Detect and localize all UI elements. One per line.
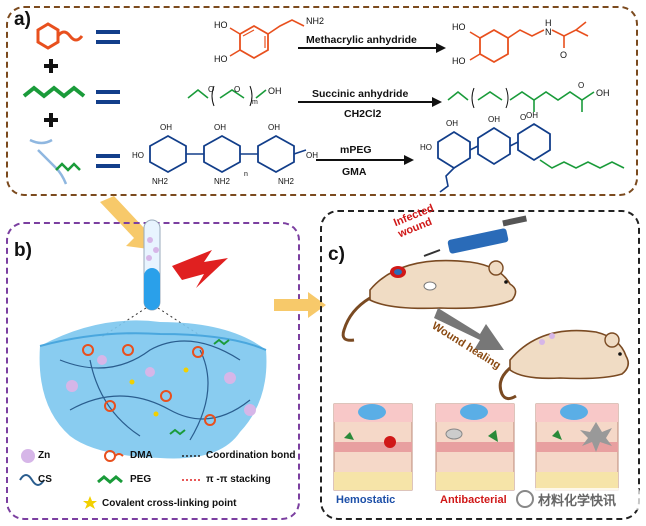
svg-text:O: O	[578, 81, 584, 90]
svg-text:O: O	[560, 50, 567, 60]
peg-symbol-icon	[22, 85, 86, 99]
svg-text:N: N	[545, 27, 552, 37]
light-icon	[172, 250, 228, 288]
healing-arrow-icon	[434, 308, 504, 350]
svg-text:HO: HO	[420, 143, 432, 152]
reagent-gma: GMA	[342, 166, 367, 178]
syringe-icon	[423, 215, 527, 257]
svg-text:HO: HO	[214, 54, 228, 64]
hydrogel-illustration	[39, 219, 267, 459]
legend-peg: PEG	[130, 474, 152, 485]
svg-text:HO: HO	[452, 56, 466, 66]
skin-block-healing	[535, 403, 619, 491]
svg-text:n: n	[244, 171, 248, 178]
svg-text:O: O	[520, 113, 526, 122]
peg-cooh-structure: OH O O	[447, 81, 610, 122]
chitosan-symbol-icon	[29, 138, 81, 185]
dma-structure: HO HO H N O	[452, 18, 589, 66]
panel-a-label: a)	[14, 9, 31, 30]
svg-text:m: m	[252, 99, 258, 106]
peg-structure: O O m OH	[187, 85, 282, 107]
svg-text:HO: HO	[214, 20, 228, 30]
legend-pi-stacking: π -π stacking	[206, 474, 271, 485]
watermark-backdrop	[514, 488, 640, 510]
svg-text:OH: OH	[526, 111, 538, 120]
skin-block-hemostatic	[333, 403, 413, 491]
panel-a-frame	[6, 6, 638, 196]
legend-dma: DMA	[130, 450, 153, 461]
panel-c-illustration	[333, 215, 630, 491]
caption-antibacterial: Antibacterial	[440, 494, 507, 506]
svg-text:O: O	[208, 85, 214, 94]
reagent-solvent: CH2Cl2	[344, 108, 382, 120]
legend-cs: CS	[38, 474, 52, 485]
mouse-healed-icon	[498, 329, 630, 401]
svg-text:NH2: NH2	[152, 177, 169, 186]
svg-text:OH: OH	[488, 115, 500, 124]
chitosan-structure: HO OH OH OH NH2 NH2 NH2 OH n	[132, 123, 318, 186]
svg-text:OH: OH	[446, 119, 458, 128]
svg-text:OH: OH	[214, 123, 226, 132]
svg-text:OH: OH	[160, 123, 172, 132]
svg-text:NH2: NH2	[214, 177, 231, 186]
hydrogel-blob	[39, 320, 267, 459]
svg-text:NH2: NH2	[306, 16, 324, 26]
wechat-icon	[516, 490, 534, 508]
arrow-b-to-c-icon	[274, 292, 326, 318]
legend-zn: Zn	[38, 450, 51, 461]
panel-a-scheme: HO HO NH2 Methacrylic anhydride HO HO H …	[22, 16, 625, 193]
reagent-succinic: Succinic anhydride	[312, 88, 408, 100]
svg-text:O: O	[234, 85, 240, 94]
svg-text:OH: OH	[268, 86, 282, 96]
caption-hemostatic: Hemostatic	[336, 494, 396, 506]
legend-crosslink: Covalent cross-linking point	[102, 498, 237, 509]
svg-text:OH: OH	[596, 88, 610, 98]
plus-icon	[44, 59, 58, 73]
legend-coordination: Coordination bond	[206, 450, 296, 461]
panel-b-legend	[19, 449, 202, 509]
reagent-mpeg: mPEG	[340, 144, 372, 156]
panel-b-label: b)	[14, 240, 32, 261]
svg-text:HO: HO	[132, 151, 144, 160]
svg-text:OH: OH	[268, 123, 280, 132]
svg-text:NH2: NH2	[278, 177, 295, 186]
svg-text:HO: HO	[452, 22, 466, 32]
svg-text:OH: OH	[306, 151, 318, 160]
panel-c-frame	[320, 210, 640, 520]
svg-text:H: H	[545, 18, 552, 28]
skin-block-antibacterial	[435, 403, 515, 491]
watermark-text: 材料化学快讯	[538, 493, 617, 508]
mouse-infected-icon	[341, 259, 517, 342]
panel-c-label: c)	[328, 244, 345, 265]
modified-chitosan-structure: HO OH OH OH	[420, 111, 625, 193]
reagent-methacrylic: Methacrylic anhydride	[306, 34, 417, 46]
dopamine-symbol-icon	[36, 22, 84, 50]
dopamine-structure: HO HO NH2	[214, 16, 324, 64]
plus-icon-2	[44, 113, 58, 127]
test-tube-icon	[143, 219, 161, 311]
